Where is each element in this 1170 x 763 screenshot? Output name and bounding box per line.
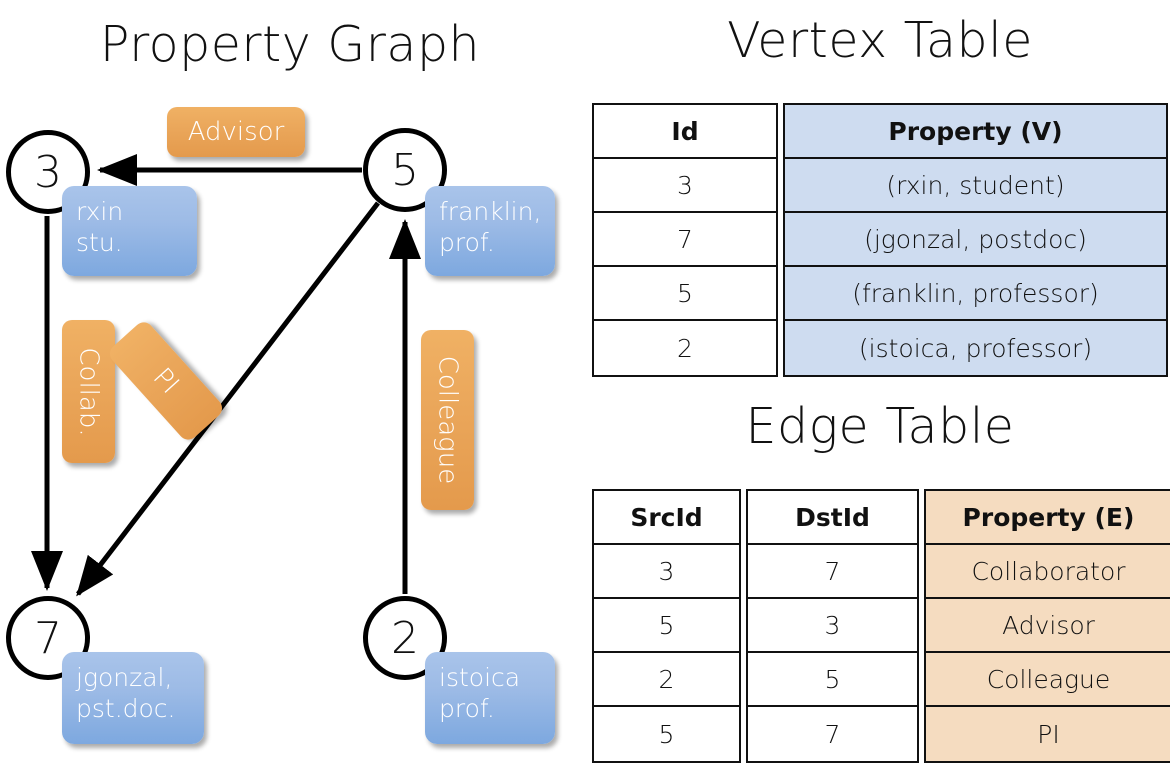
table-row: 3	[594, 545, 739, 599]
table-row: 3	[748, 599, 917, 653]
table-row: (jgonzal, postdoc)	[785, 213, 1166, 267]
table-row: (istoica, professor)	[785, 321, 1166, 375]
edge-table-header-dstid: DstId	[748, 491, 917, 545]
vertex-table-header-property: Property (V)	[785, 105, 1166, 159]
edge-label-colleague: Colleague	[421, 330, 474, 510]
vertex-table-header-id: Id	[594, 105, 776, 159]
table-row: Colleague	[926, 653, 1170, 707]
table-row: 2	[677, 333, 693, 363]
page-title-property-graph: Property Graph	[99, 16, 481, 73]
vertex-table-column-id: Id 3 7 5 2	[592, 103, 778, 377]
edge-line-5-to-7	[76, 201, 380, 597]
vertex-table-column-property: Property (V) (rxin, student) (jgonzal, p…	[783, 103, 1168, 377]
table-row: 7	[594, 213, 776, 267]
table-row: (rxin, student)	[785, 159, 1166, 213]
table-row: 7	[824, 719, 841, 749]
table-row: PI	[926, 707, 1170, 761]
node-property-box-5: franklin, prof.	[425, 186, 555, 276]
graph-node-2[interactable]: 2	[363, 596, 447, 680]
graph-edge-lines	[31, 154, 421, 597]
table-row: 2	[594, 653, 739, 707]
edge-label-advisor-text: Advisor	[187, 117, 285, 147]
table-row: 5	[594, 599, 739, 653]
edge-table-column-srcid: SrcId 3 5 2 5	[592, 489, 741, 763]
table-row: (franklin, professor)	[785, 267, 1166, 321]
edge-table-header-srcid: SrcId	[594, 491, 739, 545]
page-title-edge-table: Edge Table	[745, 398, 1015, 455]
edge-table-column-property: Property (E) Collaborator Advisor Collea…	[924, 489, 1170, 763]
node-property-box-7: jgonzal, pst.doc.	[62, 652, 204, 744]
node-property-box-3: rxin stu.	[62, 186, 197, 276]
page-title-vertex-table: Vertex Table	[727, 12, 1033, 69]
edge-label-collab: Collab.	[62, 320, 115, 463]
property-graph-diagram: 3 5 7 2 rxin stu. franklin, prof. jgonza…	[0, 0, 585, 760]
table-row: 5	[594, 267, 776, 321]
edge-table-header-property: Property (E)	[926, 491, 1170, 545]
node-property-box-2: istoica prof.	[425, 652, 555, 744]
edge-label-collab-text: Collab.	[73, 346, 104, 437]
edge-table-column-dstid: DstId 7 3 5 7	[746, 489, 919, 763]
table-row: 3	[594, 159, 776, 213]
edge-label-pi-text: PI	[147, 362, 185, 400]
table-row: 7	[748, 545, 917, 599]
table-row: Advisor	[926, 599, 1170, 653]
table-row: 5	[658, 719, 675, 749]
table-row: Collaborator	[926, 545, 1170, 599]
edge-table: SrcId 3 5 2 5 DstId 7 3 5 7 Property (E)…	[592, 489, 1170, 763]
edge-label-advisor: Advisor	[167, 107, 305, 157]
edge-label-colleague-text: Colleague	[432, 355, 463, 485]
graph-node-5[interactable]: 5	[363, 128, 447, 212]
vertex-table: Id 3 7 5 2 Property (V) (rxin, student) …	[592, 103, 1168, 377]
table-row: 5	[748, 653, 917, 707]
